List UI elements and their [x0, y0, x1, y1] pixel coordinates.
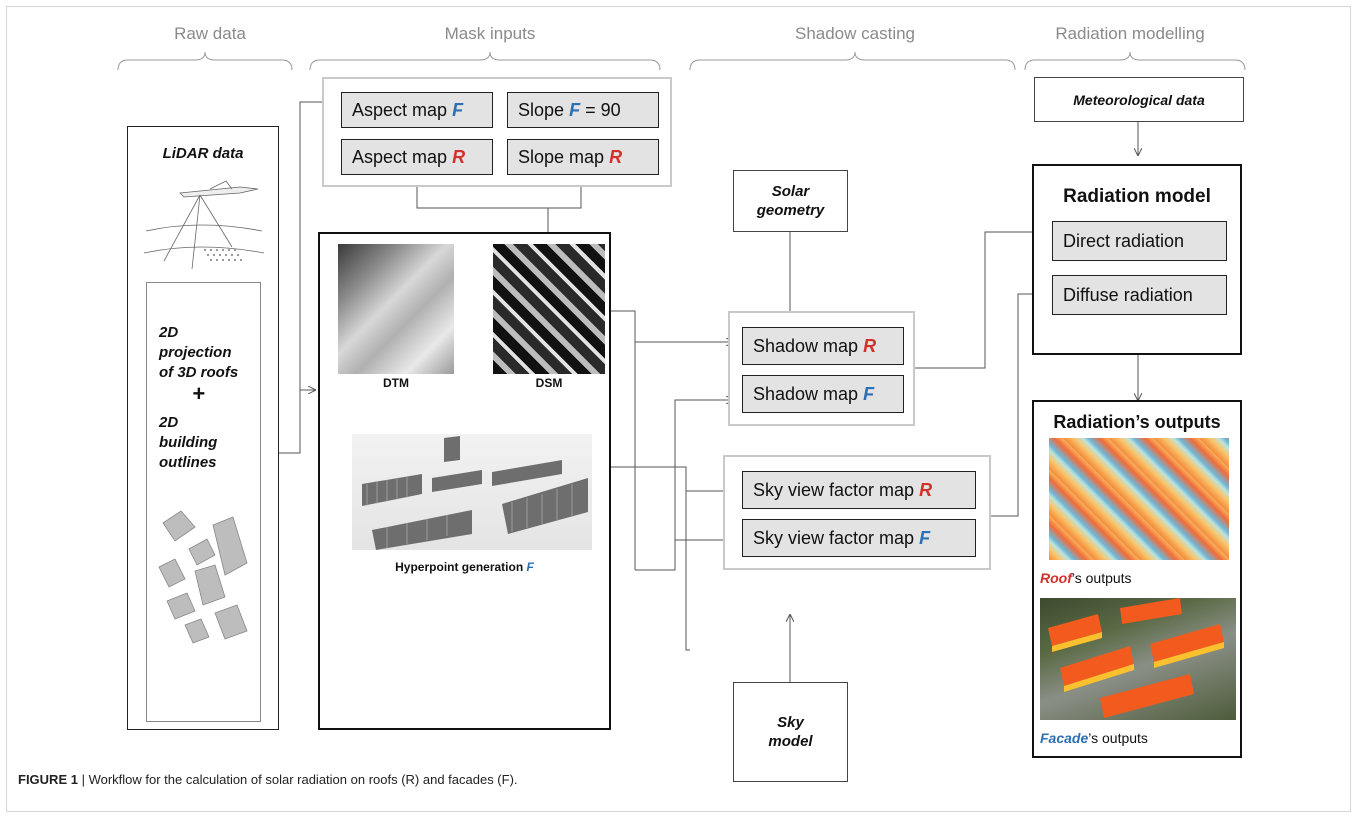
shadow-map-f: Shadow map F [742, 375, 904, 413]
stage-radiation-modelling: Radiation modelling [1055, 24, 1205, 43]
stage-mask-inputs: Mask inputs [444, 24, 536, 43]
figure-caption: FIGURE 1 | Workflow for the calculation … [18, 772, 518, 787]
hyperpoint-label: Hyperpoint generation F [395, 560, 534, 574]
hyperpoint-box: DTM DSM Hyperpoint generation F [318, 232, 611, 730]
projection-label: 2D projection of 3D roofs [159, 324, 239, 381]
slope-f: Slope F = 90 [507, 92, 659, 128]
slope-map-r: Slope map R [507, 139, 659, 175]
outlines-label: 2D building outlines [159, 414, 218, 471]
radiation-outputs-box: Radiation’s outputs Roof’s outputs Facad… [1032, 400, 1242, 758]
roof-outputs-image [1049, 438, 1229, 560]
raw-inputs-subbox: 2D projection of 3D roofs + 2D building … [146, 282, 261, 722]
radiation-outputs-title: Radiation’s outputs [1053, 412, 1221, 432]
facade-outputs-image [1040, 598, 1236, 720]
direct-radiation-box: Direct radiation [1052, 221, 1227, 261]
sky-model-line2: model [768, 733, 813, 750]
sky-view-box: Sky view factor map R Sky view factor ma… [723, 455, 991, 570]
facade-outputs-caption: Facade’s outputs [1040, 730, 1148, 746]
aspect-map-f: Aspect map F [341, 92, 493, 128]
diffuse-radiation-box: Diffuse radiation [1052, 275, 1227, 315]
dsm-image [493, 244, 605, 374]
dtm-image [338, 244, 454, 374]
sky-model-line1: Sky [777, 714, 804, 731]
hyperpoint-image [352, 434, 592, 550]
sky-model-box: Sky model [733, 682, 848, 782]
figure-caption-text: | Workflow for the calculation of solar … [77, 772, 518, 787]
figure-number: FIGURE 1 [18, 772, 78, 787]
plus-sign: + [192, 381, 205, 406]
solar-geometry-line1: Solar [771, 183, 810, 200]
mask-inputs-box: Aspect map F Slope F = 90 Aspect map R S… [322, 77, 672, 187]
roof-outputs-caption: Roof’s outputs [1040, 570, 1132, 586]
solar-geometry-box: Solar geometry [733, 170, 848, 232]
dtm-label: DTM [383, 376, 409, 390]
stage-shadow-casting: Shadow casting [794, 24, 916, 43]
sky-view-factor-map-f: Sky view factor map F [742, 519, 976, 557]
solar-geometry-line2: geometry [756, 202, 825, 219]
lidar-title: LiDAR data [162, 145, 244, 162]
shadow-map-r: Shadow map R [742, 327, 904, 365]
outlines-illustration [158, 510, 248, 644]
lidar-illustration [143, 180, 265, 270]
aspect-map-r: Aspect map R [341, 139, 493, 175]
figure-frame [6, 6, 1351, 812]
stage-raw-data: Raw data [174, 24, 246, 43]
radiation-model-title: Radiation model [1063, 186, 1211, 207]
raw-data-box: LiDAR data 2D projection of 3D roof [127, 126, 279, 730]
shadow-maps-box: Shadow map R Shadow map F [728, 311, 915, 426]
dsm-label: DSM [535, 376, 563, 390]
radiation-model-box: Radiation model Direct radiation Diffuse… [1032, 164, 1242, 355]
meteorological-data-box: Meteorological data [1034, 77, 1244, 122]
sky-view-factor-map-r: Sky view factor map R [742, 471, 976, 509]
